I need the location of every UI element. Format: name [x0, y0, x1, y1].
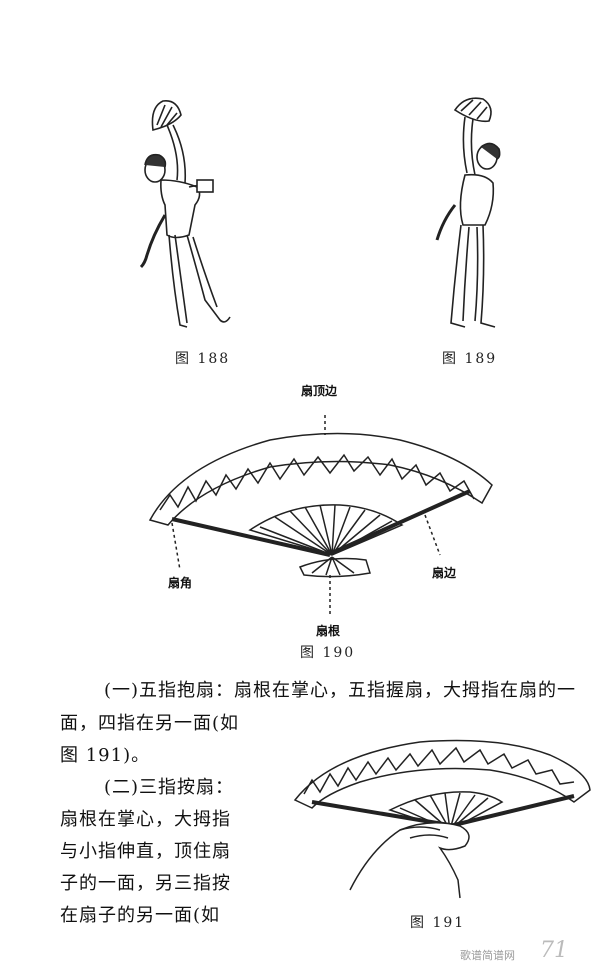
fan-side-label: 扇边: [432, 566, 457, 580]
text-line-5: 扇根在掌心，大拇指: [60, 809, 231, 830]
page-number: 71: [540, 938, 568, 963]
text-line-2: 面，四指在另一面(如: [60, 713, 240, 734]
dancer-figure-189: [435, 97, 501, 328]
fan-diagram-190: [148, 415, 493, 615]
figure-191-caption: 图 191: [410, 915, 466, 931]
site-watermark: 歌谱简谱网: [460, 949, 515, 962]
text-line-8: 在扇子的另一面(如: [60, 905, 221, 926]
figure-190-caption: 图 190: [300, 645, 356, 661]
fan-corner-label: 扇角: [168, 576, 193, 590]
text-line-4: (二)三指按扇：: [104, 777, 235, 798]
text-line-1: (一)五指抱扇：扇根在掌心，五指握扇，大拇指在扇的一: [104, 680, 577, 701]
hand-fan-figure-191: [293, 739, 591, 899]
fan-top-edge-label: 扇顶边: [301, 384, 338, 398]
text-line-3: 图 191)。: [60, 745, 151, 766]
dancer-figure-188: [139, 99, 231, 328]
figure-189-caption: 图 189: [442, 351, 498, 367]
figure-188-caption: 图 188: [175, 351, 231, 367]
fan-root-label: 扇根: [316, 624, 341, 638]
text-line-6: 与小指伸直，顶住扇: [60, 841, 231, 862]
text-line-7: 子的一面，另三指按: [60, 873, 231, 894]
